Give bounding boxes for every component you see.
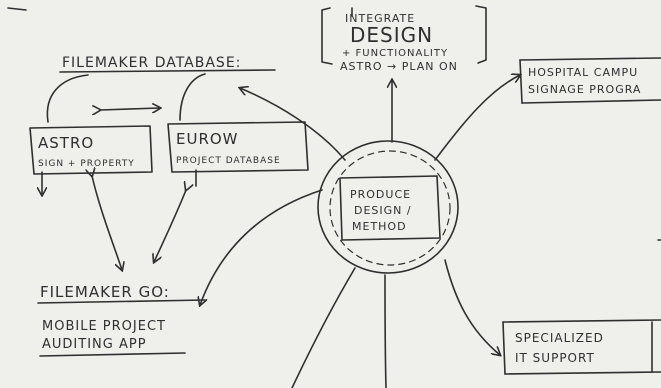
astro-title: ASTRO: [38, 134, 94, 152]
hospital-box-left: [519, 59, 523, 104]
center-to-it-support-arrow: [444, 259, 500, 355]
eurow-title: EUROW: [176, 130, 239, 148]
filemaker-go-title: FILEMAKER GO:: [40, 283, 170, 301]
integrate-line-4: ASTRO → PLAN ON: [340, 60, 458, 73]
center-to-hospital-arrow: [434, 75, 520, 161]
eurow-to-filemaker-go-arrow: [154, 190, 186, 262]
center-circle: [317, 140, 459, 274]
hospital-box: [519, 57, 661, 61]
astro-loop-connector: [46, 74, 89, 123]
specialized-box: [502, 319, 661, 323]
filemaker-database-underline: [59, 69, 276, 73]
astro-eurow-double-arrow: [100, 108, 160, 110]
mobile-app-underline: [39, 352, 186, 357]
hospital-line-1: HOSPITAL CAMPU: [528, 66, 638, 79]
integrate-bracket-right: [475, 5, 487, 64]
center-line-3: METHOD: [352, 220, 407, 233]
filemaker-go-underline: [37, 299, 206, 304]
stray-stroke: [7, 7, 27, 11]
integrate-line-1: INTEGRATE: [345, 12, 415, 25]
mobile-app-line-1: MOBILE PROJECT: [42, 319, 166, 334]
astro-to-filemaker-go-arrow: [92, 176, 122, 270]
integrate-line-2: DESIGN: [350, 23, 433, 47]
astro-subtitle: SIGN + PROPERTY: [38, 159, 135, 169]
eurow-subtitle: PROJECT DATABASE: [176, 156, 281, 166]
center-to-mobile-arrow: [200, 189, 323, 305]
center-to-database-arrow: [240, 88, 346, 161]
specialized-box-left: [502, 321, 506, 375]
center-line-2: DESIGN /: [354, 204, 412, 217]
hospital-box-bottom: [521, 99, 661, 104]
eurow-box: [167, 121, 309, 173]
center-circle-inner: [329, 150, 451, 266]
center-bottom-left-line: [291, 267, 356, 388]
specialized-line-2: IT SUPPORT: [515, 351, 595, 365]
integrate-bracket-left: [321, 7, 333, 65]
specialized-line-1: SPECIALIZED: [515, 331, 604, 345]
eurow-loop-connector: [179, 73, 206, 121]
center-line-1: PRODUCE: [350, 188, 411, 201]
center-box: [339, 175, 441, 241]
hospital-line-2: SIGNAGE PROGRA: [528, 83, 641, 96]
center-bottom-line: [384, 274, 387, 388]
filemaker-database-title: FILEMAKER DATABASE:: [62, 55, 241, 71]
integrate-line-3: + FUNCTIONALITY: [342, 48, 448, 59]
specialized-box-bottom: [504, 371, 661, 375]
astro-box: [29, 125, 153, 175]
mobile-app-line-2: AUDITING APP: [42, 337, 147, 352]
